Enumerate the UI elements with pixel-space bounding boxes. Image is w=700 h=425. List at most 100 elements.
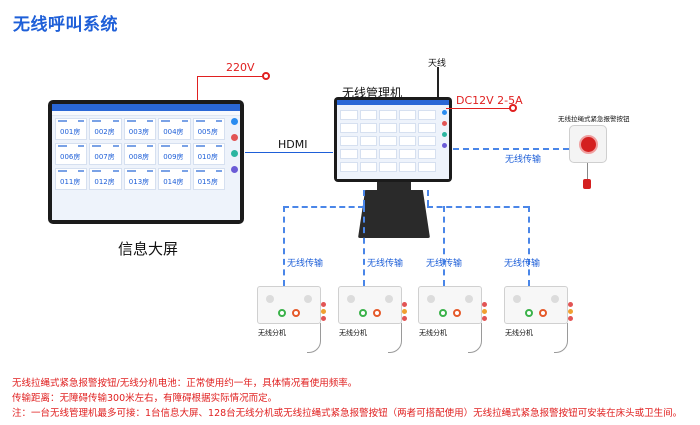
antenna-label: 天线 bbox=[428, 59, 447, 69]
screen-voltage-label: 220V bbox=[226, 61, 255, 74]
room-label: 013房 bbox=[128, 178, 150, 186]
room-label: 015房 bbox=[197, 178, 218, 186]
room-label: 009房 bbox=[163, 153, 184, 161]
room-cell: 006房 bbox=[55, 143, 88, 165]
unit-side-icons bbox=[566, 300, 575, 330]
page-title: 无线呼叫系统 bbox=[13, 15, 118, 35]
room-cell: 010房 bbox=[192, 143, 225, 165]
room-label: 014房 bbox=[163, 178, 184, 186]
manager-neck bbox=[377, 182, 411, 192]
confirm-button-icon bbox=[439, 309, 447, 317]
wireless-sub-unit bbox=[338, 286, 402, 324]
wireless-link-emergency bbox=[453, 148, 569, 150]
alarm-button-icon bbox=[579, 135, 598, 154]
room-cell: 014房 bbox=[158, 168, 191, 190]
wireless-branch-left bbox=[283, 206, 364, 208]
power-plug-icon bbox=[262, 72, 270, 80]
wireless-branch-right bbox=[427, 206, 529, 208]
wireless-label-2: 无线传输 bbox=[367, 259, 404, 269]
note-distance: 传输距离：无障碍传输300米左右，有障碍根据实际情况而定。 bbox=[12, 393, 278, 404]
room-label: 008房 bbox=[128, 153, 150, 161]
sub-unit-label: 无线分机 bbox=[419, 329, 447, 337]
manager-stand bbox=[358, 190, 430, 238]
chat-icon bbox=[230, 150, 238, 157]
room-cell: 007房 bbox=[89, 143, 122, 165]
room-cell: 011房 bbox=[55, 168, 88, 190]
wireless-trunk-left bbox=[363, 190, 365, 206]
wireless-trunk-right bbox=[427, 190, 429, 206]
wireless-drop-4 bbox=[528, 206, 530, 286]
wireless-drop-3 bbox=[443, 206, 445, 286]
antenna-icon bbox=[437, 67, 439, 99]
room-cell: 015房 bbox=[192, 168, 225, 190]
wireless-label-4: 无线传输 bbox=[504, 259, 541, 269]
room-label: 010房 bbox=[197, 153, 218, 161]
room-cell: 002房 bbox=[89, 118, 122, 140]
room-label: 005房 bbox=[197, 128, 218, 136]
wireless-label-emergency: 无线传输 bbox=[505, 155, 542, 165]
wireless-sub-unit bbox=[418, 286, 482, 324]
pull-cord bbox=[388, 323, 402, 353]
confirm-button-icon bbox=[278, 309, 286, 317]
room-cell: 009房 bbox=[158, 143, 191, 165]
home-icon bbox=[230, 166, 238, 173]
pull-cord bbox=[307, 323, 321, 353]
sub-unit-label: 无线分机 bbox=[505, 329, 533, 337]
info-big-screen: 001房 002房 003房 004房 005房 006房 007房 008房 009房 010房… bbox=[48, 100, 244, 224]
room-cell: 013房 bbox=[123, 168, 157, 190]
room-label: 012房 bbox=[94, 178, 115, 186]
call-button-icon bbox=[453, 309, 461, 317]
wireless-drop-2 bbox=[363, 206, 365, 286]
confirm-button-icon bbox=[359, 309, 367, 317]
wireless-sub-unit bbox=[257, 286, 321, 324]
wireless-label-1: 无线传输 bbox=[287, 259, 324, 269]
note-capacity: 注：一台无线管理机最多可接：1台信息大屏、128台无线分机或无线拉绳式紧急报警按… bbox=[12, 408, 683, 419]
emergency-button-label: 无线拉绳式紧急报警按钮 bbox=[558, 115, 630, 123]
hdmi-label: HDMI bbox=[278, 138, 308, 151]
room-label: 007房 bbox=[94, 153, 115, 161]
wireless-label-3: 无线传输 bbox=[426, 259, 463, 269]
room-grid: 001房 002房 003房 004房 005房 006房 007房 008房 009房 010房… bbox=[55, 118, 225, 190]
call-button-icon bbox=[373, 309, 381, 317]
manager-voltage-label: DC12V 2-5A bbox=[456, 94, 523, 107]
pull-cord bbox=[554, 323, 568, 353]
power-cable-screen-h bbox=[197, 76, 263, 77]
pull-cord bbox=[587, 163, 588, 181]
wireless-sub-unit bbox=[504, 286, 568, 324]
room-cell: 003房 bbox=[123, 118, 157, 140]
unit-side-icons bbox=[319, 300, 328, 330]
sub-unit-label: 无线分机 bbox=[258, 329, 286, 337]
room-label: 002房 bbox=[94, 128, 115, 136]
alert-icon bbox=[230, 134, 238, 141]
room-cell: 008房 bbox=[123, 143, 157, 165]
room-label: 011房 bbox=[60, 178, 81, 186]
room-cell: 012房 bbox=[89, 168, 122, 190]
hdmi-cable bbox=[245, 152, 333, 153]
sub-unit-label: 无线分机 bbox=[339, 329, 367, 337]
room-label: 006房 bbox=[60, 153, 81, 161]
room-cell: 001房 bbox=[55, 118, 88, 140]
power-cable-screen bbox=[197, 76, 198, 100]
screen-side-icons bbox=[228, 118, 240, 173]
power-cable-manager bbox=[446, 108, 510, 109]
manager-label: 无线管理机 bbox=[342, 86, 403, 100]
call-button-icon bbox=[292, 309, 300, 317]
unit-side-icons bbox=[400, 300, 409, 330]
wireless-manager bbox=[334, 97, 452, 182]
big-screen-label: 信息大屏 bbox=[118, 240, 179, 258]
pull-handle-icon bbox=[583, 179, 591, 189]
unit-side-icons bbox=[480, 300, 489, 330]
power-plug-icon-2 bbox=[509, 104, 517, 112]
room-label: 003房 bbox=[128, 128, 150, 136]
room-cell: 005房 bbox=[192, 118, 225, 140]
room-label: 001房 bbox=[60, 128, 81, 136]
wireless-drop-1 bbox=[283, 206, 285, 286]
pull-cord bbox=[468, 323, 482, 353]
room-cell: 004房 bbox=[158, 118, 191, 140]
call-button-icon bbox=[539, 309, 547, 317]
settings-icon bbox=[230, 118, 238, 125]
emergency-pull-button bbox=[569, 125, 607, 163]
confirm-button-icon bbox=[525, 309, 533, 317]
note-battery: 无线拉绳式紧急报警按钮/无线分机电池：正常使用约一年，具体情况看使用频率。 bbox=[12, 378, 358, 389]
room-label: 004房 bbox=[163, 128, 184, 136]
